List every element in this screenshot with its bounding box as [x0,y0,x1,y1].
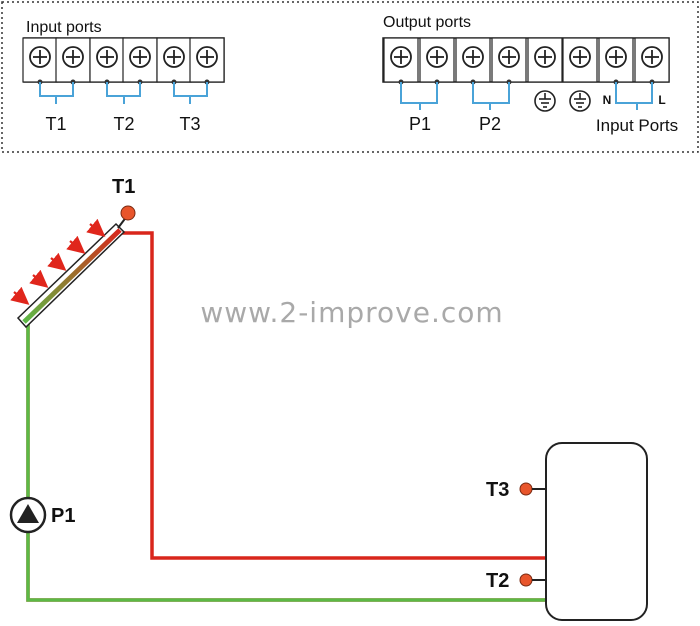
wire-bracket [472,82,510,104]
output-terminal-8 [634,37,670,83]
sun-ray-arrow-icon [66,235,86,254]
tank-sensor-top-label: T3 [486,479,509,501]
ground-symbols [534,90,591,112]
pump-label: P1 [51,505,75,527]
input-port-label-t3: T3 [179,114,200,134]
wiring-p1 [398,79,440,110]
input-terminal-6 [189,37,225,83]
input-port-label-t1: T1 [45,114,66,134]
sun-ray-arrow-icon [47,252,67,271]
input-sensor-wiring [37,79,210,104]
wiring-t2 [104,79,143,104]
ground-ring [569,90,591,112]
terminal-cell [491,37,527,83]
output-terminals [383,37,670,83]
wire-bracket [39,82,74,97]
sun-ray-arrow-icon [86,218,106,237]
output-port-label-p1: P1 [409,114,431,134]
wiring-p2 [470,79,512,110]
sun-ray-arrow-icon [29,269,49,288]
storage-tank: T3 T2 [486,442,648,621]
solar-collector: T1 [16,176,136,329]
sun-ray-arrow-icon [10,286,30,305]
input-ports-title: Input ports [26,19,102,36]
wiring-t1 [37,79,76,104]
power-input-label: Input Ports [596,116,678,135]
ground-ring [534,90,556,112]
input-terminal-2 [55,37,91,83]
output-terminal-6 [562,37,598,83]
sun-rays [10,218,106,305]
output-ports-block: Output ports P1 P2 N L Input Ports [382,14,678,135]
input-terminal-3 [89,37,125,83]
wire-bracket [106,82,141,97]
output-terminal-7 [598,37,634,83]
output-terminal-5 [527,37,563,83]
wiring-power-input [613,79,655,110]
tank-sensor-bottom [519,573,533,587]
tank-sensor-top [519,482,533,496]
hot-pipe [26,231,607,602]
wire-bracket [173,82,208,97]
live-label: L [658,93,665,107]
ground-icon [569,90,591,112]
pump-icon: P1 [9,496,75,534]
watermark-text: www.2-improve.com [200,296,503,329]
tank-sensor-bottom-label: T2 [486,570,509,592]
cold-return-pipe [26,320,606,602]
input-terminal-4 [122,37,158,83]
output-terminal-4 [491,37,527,83]
collector-sensor-label: T1 [112,176,135,198]
pump-arrow [17,504,39,523]
collector-sensor [120,205,136,221]
input-terminal-5 [156,37,192,83]
neutral-label: N [603,93,612,107]
input-ports-block: Input ports T1 T2 T3 [22,19,225,134]
wire-bracket [615,82,653,104]
ground-icon [534,90,556,112]
output-terminal-3 [455,37,491,83]
output-wiring [398,79,655,110]
output-terminal-2 [419,37,455,83]
input-port-label-t2: T2 [113,114,134,134]
output-terminal-1 [383,37,419,83]
wire-bracket [400,82,438,104]
input-terminals [22,37,225,83]
input-terminal-1 [22,37,58,83]
wiring-panel-frame [1,1,699,153]
tank-body [545,442,648,621]
collector-absorber [22,228,122,324]
wiring-t3 [171,79,210,104]
output-port-label-p2: P2 [479,114,501,134]
output-ports-title: Output ports [383,14,471,31]
